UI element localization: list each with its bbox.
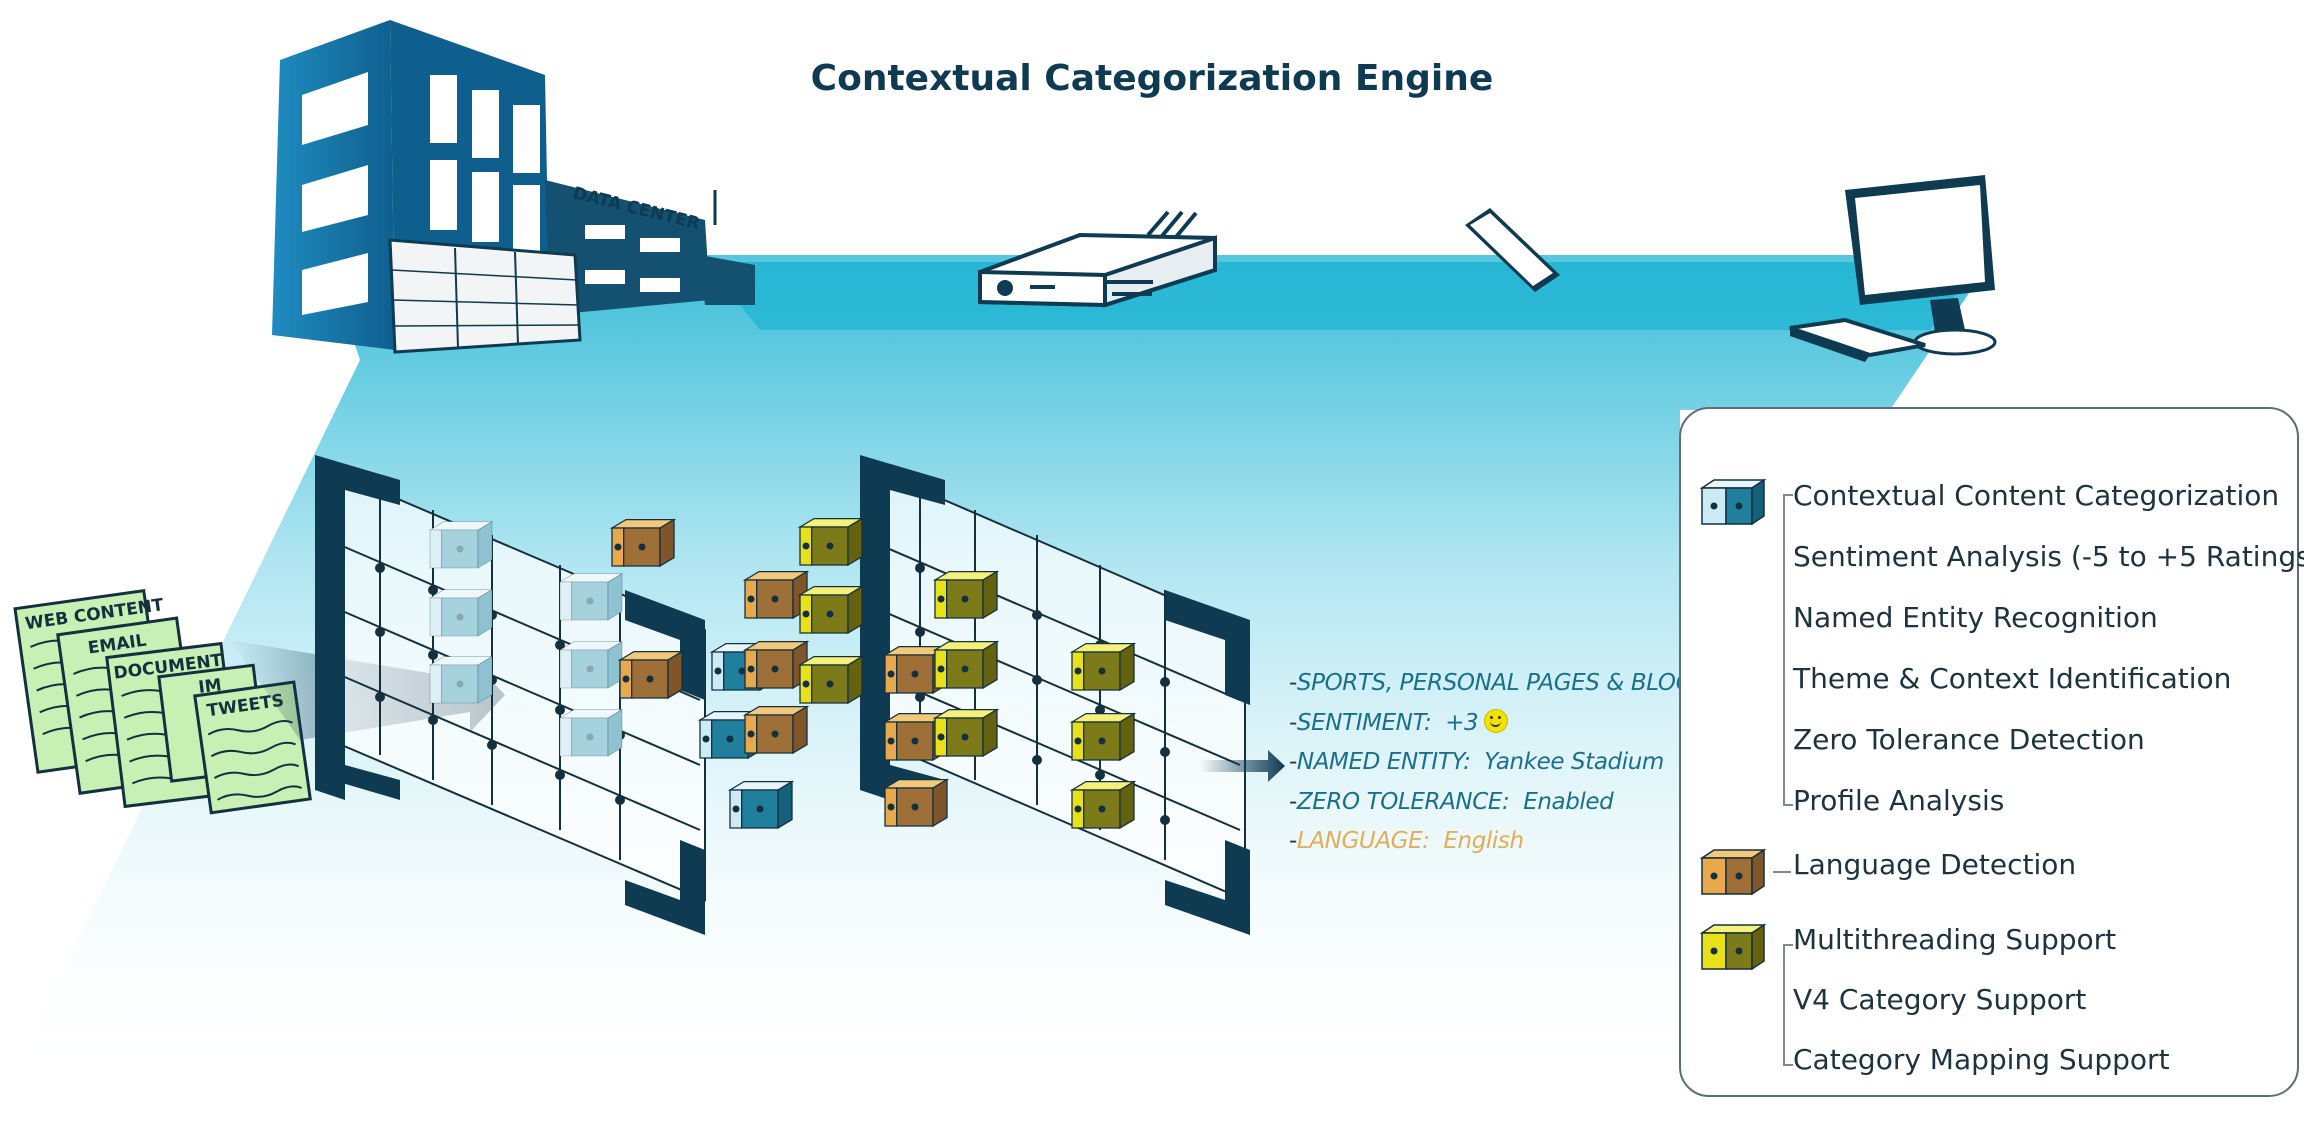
- cube: [882, 778, 950, 828]
- cube: [558, 573, 624, 621]
- legend-tick: [1783, 1064, 1793, 1066]
- legend-panel: Contextual Content Categorization Sentim…: [1679, 407, 2304, 1097]
- output-zero-tolerance-label: ZERO TOLERANCE:: [1296, 788, 1510, 815]
- cube-icon-blue: [1699, 478, 1767, 526]
- output-row-language: -LANGUAGE: English: [1289, 828, 1524, 854]
- smiley-icon: [1484, 708, 1509, 733]
- output-arrow: [1200, 750, 1285, 782]
- desktop-computer-icon: [1789, 175, 1997, 362]
- cube: [1069, 780, 1137, 830]
- cube: [742, 570, 810, 620]
- output-zero-tolerance-value: Enabled: [1523, 788, 1614, 815]
- cube: [932, 570, 1000, 620]
- output-row-category: -SPORTS, PERSONAL PAGES & BLOGS: [1289, 670, 1708, 696]
- legend-tick: [1773, 871, 1791, 873]
- cube: [1069, 712, 1137, 762]
- cube: [609, 518, 677, 568]
- cube: [428, 589, 494, 637]
- cube: [797, 585, 865, 635]
- legend-tick: [1783, 494, 1793, 496]
- cube: [742, 705, 810, 755]
- cube: [797, 517, 865, 567]
- legend-item: Named Entity Recognition: [1793, 601, 2158, 634]
- legend-item: Sentiment Analysis (-5 to +5 Ratings): [1793, 540, 2304, 573]
- legend-tick: [1783, 804, 1793, 806]
- output-sentiment-label: SENTIMENT:: [1296, 709, 1432, 736]
- cube: [727, 780, 795, 830]
- cube: [1069, 642, 1137, 692]
- legend-item: Profile Analysis: [1793, 784, 2005, 817]
- cube-icon-yellow: [1699, 923, 1767, 971]
- output-entity-value: Yankee Stadium: [1484, 749, 1664, 775]
- cube: [742, 640, 810, 690]
- output-category-label: SPORTS, PERSONAL PAGES & BLOGS: [1296, 670, 1708, 696]
- output-results: -SPORTS, PERSONAL PAGES & BLOGS -SENTIME…: [1289, 664, 1708, 862]
- output-language-value: English: [1443, 828, 1524, 854]
- legend-item: Contextual Content Categorization: [1793, 479, 2280, 512]
- legend-item: Category Mapping Support: [1793, 1043, 2170, 1076]
- legend-item: Multithreading Support: [1793, 923, 2117, 956]
- legend-item: V4 Category Support: [1793, 983, 2087, 1016]
- cube: [932, 640, 1000, 690]
- document-stack-icon: WEB CONTENT EMAIL DOCUMENT IM TWEETS: [13, 588, 312, 815]
- data-center-building-icon: DATA CENTER: [272, 20, 755, 354]
- legend-item: Theme & Context Identification: [1793, 662, 2232, 695]
- smartphone-icon: [1465, 208, 1560, 292]
- cube: [428, 656, 494, 704]
- legend-item: Zero Tolerance Detection: [1793, 723, 2145, 756]
- legend-tick: [1783, 944, 1793, 946]
- legend-bracket-yellow: [1783, 944, 1785, 1064]
- cube: [428, 521, 494, 569]
- cube: [617, 650, 685, 700]
- cube: [558, 641, 624, 689]
- output-row-sentiment: -SENTIMENT: +3: [1289, 704, 1707, 744]
- router-icon: [978, 210, 1217, 308]
- cube-group: [428, 517, 1137, 830]
- legend-bracket-blue: [1783, 494, 1785, 804]
- output-row-entity: -NAMED ENTITY: Yankee Stadium: [1289, 749, 1664, 775]
- output-language-label: LANGUAGE:: [1296, 828, 1430, 854]
- cube: [558, 709, 624, 757]
- output-entity-label: NAMED ENTITY:: [1296, 749, 1471, 775]
- output-sentiment-value: +3: [1445, 709, 1479, 736]
- output-row-zero-tolerance: -ZERO TOLERANCE: Enabled: [1289, 788, 1614, 815]
- page-title: Contextual Categorization Engine: [810, 58, 1494, 99]
- legend-item: Language Detection: [1793, 848, 2077, 881]
- cube: [797, 655, 865, 705]
- cube: [932, 708, 1000, 758]
- cube-icon-orange: [1699, 848, 1767, 896]
